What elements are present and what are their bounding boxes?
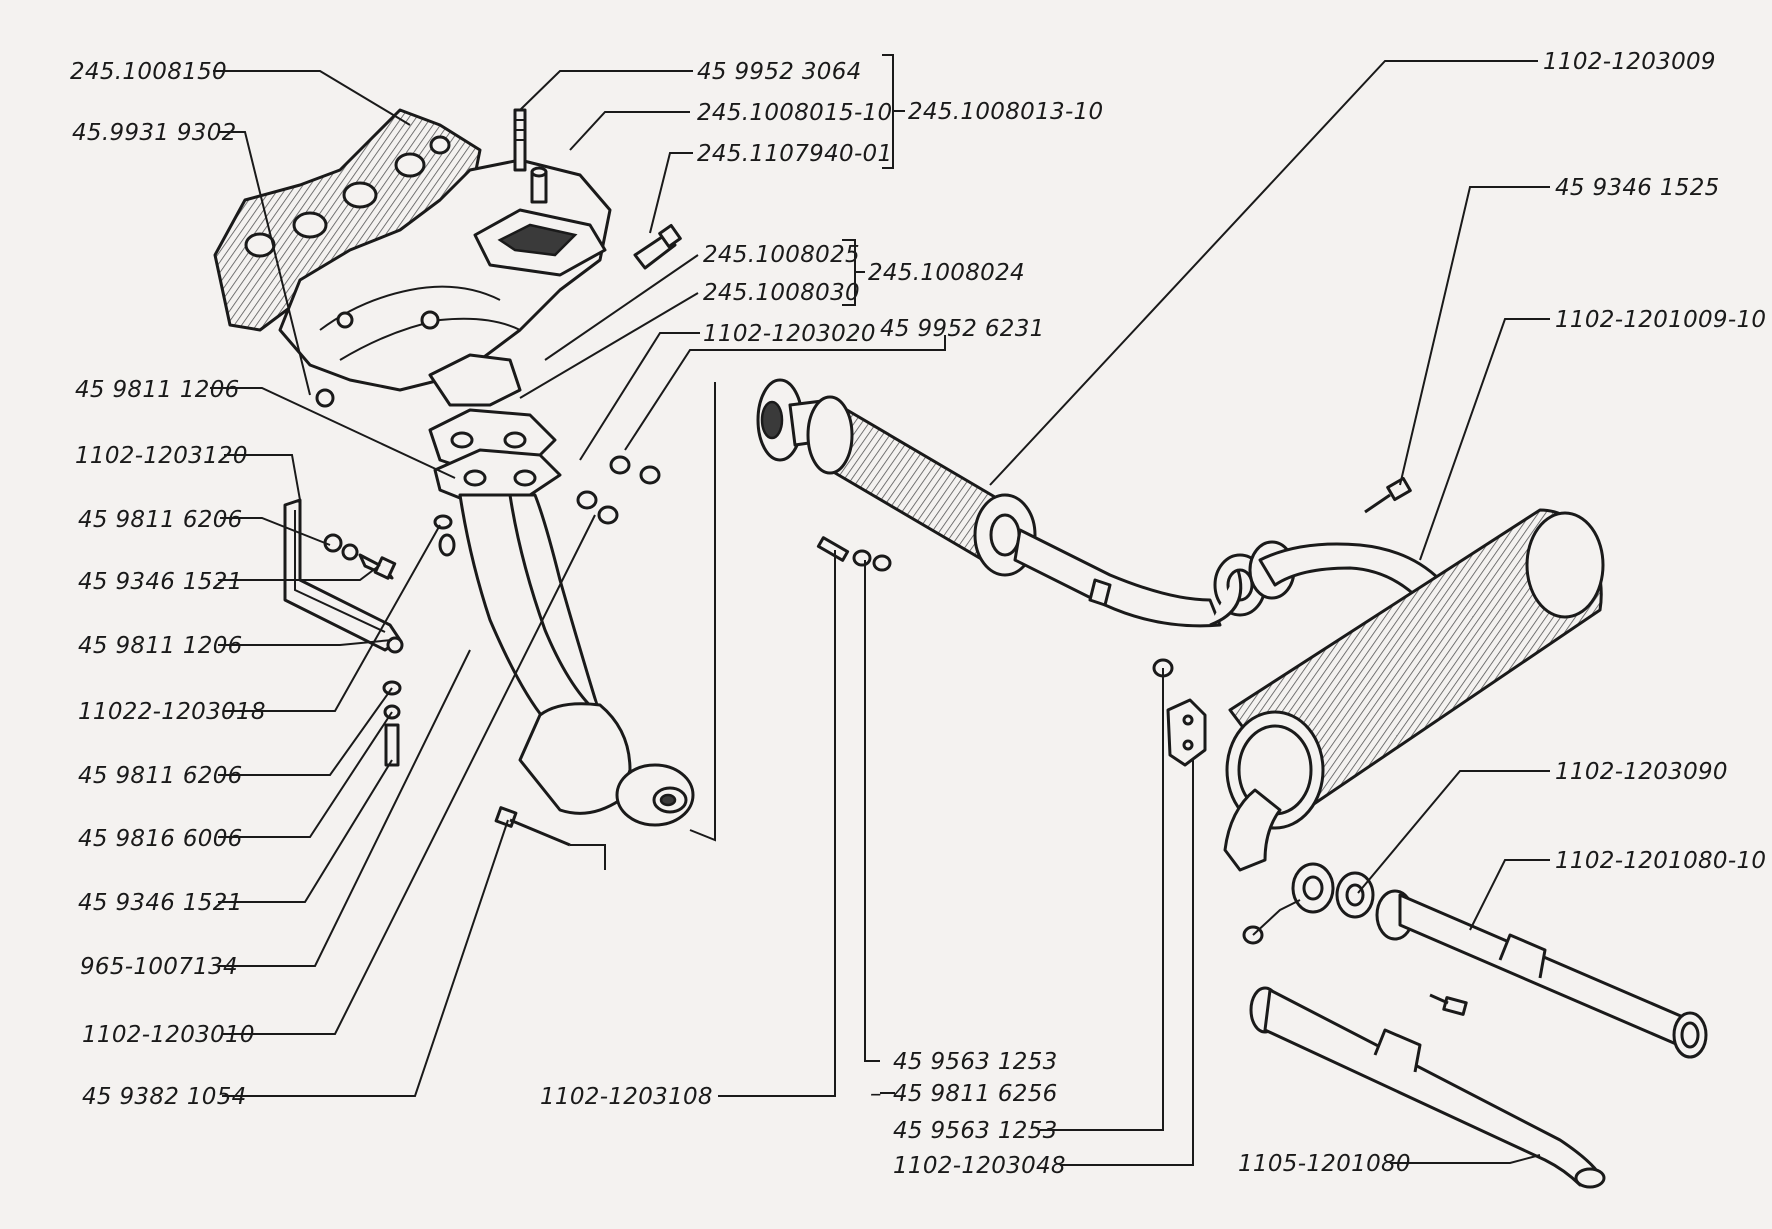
nut <box>872 554 892 572</box>
tailpipe-flange <box>1242 862 1375 945</box>
label-45-9382-1054: 45 9382 1054 <box>82 1084 247 1110</box>
label-245-1008025: 245.1008025 <box>703 242 860 268</box>
washer <box>341 543 359 561</box>
screw <box>633 223 682 270</box>
exhaust-downpipe <box>458 493 695 827</box>
leader-lines <box>210 54 1550 1166</box>
label-1102-1203048: 1102-1203048 <box>893 1153 1066 1179</box>
label-45-9346-1521-b: 45 9346 1521 <box>78 890 243 916</box>
nut <box>438 533 456 557</box>
washer <box>852 549 872 567</box>
label-45-9346-1521-a: 45 9346 1521 <box>78 569 243 595</box>
tailpipe <box>1375 889 1708 1059</box>
stud <box>513 108 527 172</box>
rubber-cushion <box>1166 698 1207 767</box>
label-1102-1203120: 1102-1203120 <box>75 443 248 469</box>
tailpipe-alt <box>1249 986 1606 1189</box>
label-45-9931-9302: 45.9931 9302 <box>72 120 237 146</box>
nut <box>420 310 440 330</box>
label-45-9811-1206-b: 45 9811 1206 <box>78 633 243 659</box>
label-1102-1201080-10: 1102-1201080-10 <box>1555 848 1766 874</box>
label-965-1007134: 965-1007134 <box>80 954 238 980</box>
label-45-9811-1206-a: 45 9811 1206 <box>75 377 240 403</box>
label-1102-1201009-10: 1102-1201009-10 <box>1555 307 1766 333</box>
stud <box>816 536 850 562</box>
long-bolt <box>494 806 571 847</box>
label-1102-1203010: 1102-1203010 <box>82 1022 255 1048</box>
label-1102-1203108: 1102-1203108 <box>540 1084 713 1110</box>
label-245-1008030: 245.1008030 <box>703 280 860 306</box>
label-45-9811-6206-a: 45 9811 6206 <box>78 507 243 533</box>
bolt <box>384 723 400 767</box>
nut <box>315 388 335 408</box>
label-1102-1203090: 1102-1203090 <box>1555 759 1728 785</box>
rear-muffler <box>1223 508 1605 872</box>
bolt <box>1364 476 1412 514</box>
part-labels: 245.1008150 45.9931 9302 45 9811 1206 11… <box>70 49 1766 1179</box>
label-245-1008024: 245.1008024 <box>868 260 1025 286</box>
label-245-1008013-10: 245.1008013-10 <box>908 99 1103 125</box>
exhaust-manifold <box>278 158 612 407</box>
bracket <box>283 498 404 654</box>
label-45-9563-1253-b: 45 9563 1253 <box>893 1118 1058 1144</box>
label-245-1107940-01: 245.1107940-01 <box>697 141 892 167</box>
nut <box>336 311 354 329</box>
label-1102-1203009: 1102-1203009 <box>1543 49 1716 75</box>
pipe-joint <box>1209 569 1243 627</box>
label-245-1008150: 245.1008150 <box>70 59 227 85</box>
downpipe-flange <box>428 408 562 502</box>
label-45-9346-1525: 45 9346 1525 <box>1555 175 1720 201</box>
nut <box>639 465 661 485</box>
washer <box>576 490 598 510</box>
nut <box>597 505 619 525</box>
label-45-9816-6006: 45 9816 6006 <box>78 826 243 852</box>
label-45-9811-6256: 45 9811 6256 <box>893 1081 1058 1107</box>
label-45-9811-6206-b: 45 9811 6206 <box>78 763 243 789</box>
label-1105-1201080: 1105-1201080 <box>1238 1151 1411 1177</box>
front-muffler <box>756 378 1222 628</box>
label-45-9563-1253-a: 45 9563 1253 <box>893 1049 1058 1075</box>
label-1102-1203020: 1102-1203020 <box>703 321 876 347</box>
label-245-1008015-10: 245.1008015-10 <box>697 100 892 126</box>
washer <box>609 455 631 475</box>
label-45-9952-6231: 45 9952 6231 <box>880 316 1045 342</box>
label-dash: – <box>870 1081 882 1107</box>
washer <box>433 514 453 530</box>
pipe-coupling <box>1213 540 1442 617</box>
label-11022-1203018: 11022-1203018 <box>78 699 266 725</box>
label-45-9952-3064: 45 9952 3064 <box>697 59 862 85</box>
